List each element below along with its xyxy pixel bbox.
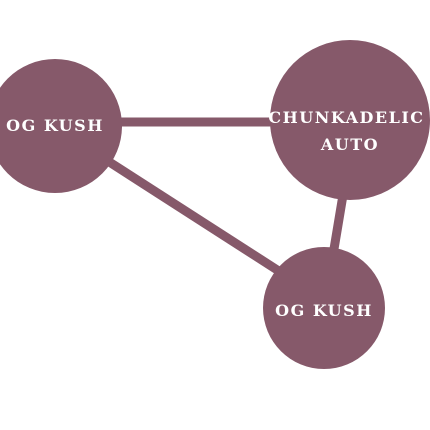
node-left-circle [0,59,122,193]
node-left: OG KUSH [0,59,122,193]
node-left-label-line-1: OG KUSH [6,116,104,135]
node-top-right-label-line-1: CHUNKADELIC [268,108,424,127]
node-left-label: OG KUSH [6,116,104,135]
node-bottom-circle [263,247,385,369]
node-bottom: OG KUSH [263,247,385,369]
node-top-right-label-line-2: AUTO [320,135,379,154]
edges [97,117,348,279]
node-top-right-circle [270,40,430,200]
node-top-right-label: CHUNKADELIC AUTO [268,108,430,154]
node-top-right: CHUNKADELIC AUTO [268,40,430,200]
edge-top-right-to-bottom [328,194,348,256]
node-bottom-label-line-1: OG KUSH [275,301,373,320]
node-bottom-label: OG KUSH [275,301,373,320]
edge-left-to-bottom [97,152,288,279]
